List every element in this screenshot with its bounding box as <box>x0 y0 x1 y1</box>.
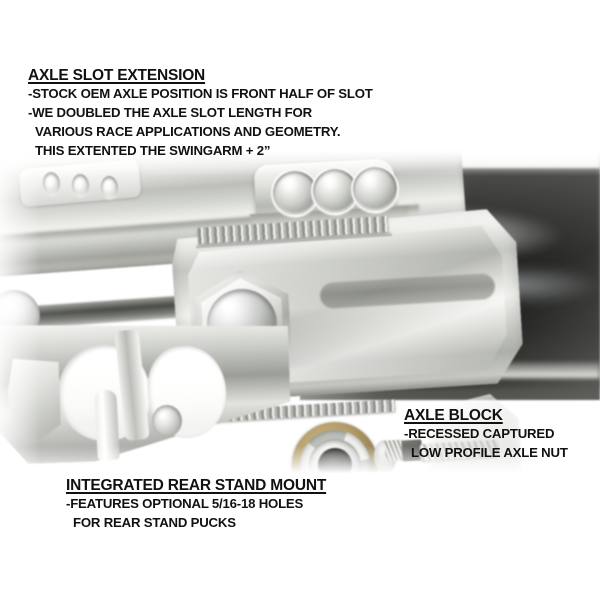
callout-axle-block: AXLE BLOCK -RECESSED CAPTURED LOW PROFIL… <box>404 406 568 463</box>
callout-line-1: -RECESSED CAPTURED <box>404 426 555 442</box>
callout-heading: AXLE BLOCK <box>404 407 503 424</box>
callout-line-2: LOW PROFILE AXLE NUT <box>411 445 568 461</box>
callout-line-4: THIS EXTENTED THE SWINGARM + 2” <box>35 142 271 158</box>
callout-line-3: VARIOUS RACE APPLICATIONS AND GEOMETRY. <box>35 123 341 139</box>
callout-heading: AXLE SLOT EXTENSION <box>28 67 206 84</box>
callout-line-1: -FEATURES OPTIONAL 5/16-18 HOLES <box>66 496 304 512</box>
callout-line-2: FOR REAR STAND PUCKS <box>73 515 236 531</box>
callout-axle-slot-extension: AXLE SLOT EXTENSION -STOCK OEM AXLE POSI… <box>28 66 373 160</box>
lower-arm-tip <box>7 357 62 441</box>
lower-arm-post <box>94 389 120 461</box>
callout-line-1: -STOCK OEM AXLE POSITION IS FRONT HALF O… <box>28 86 373 102</box>
photo-content <box>0 150 600 480</box>
callout-line-2: -WE DOUBLED THE AXLE SLOT LENGTH FOR <box>28 105 312 121</box>
callout-integrated-rear-stand-mount: INTEGRATED REAR STAND MOUNT -FEATURES OP… <box>66 476 326 533</box>
callout-heading: INTEGRATED REAR STAND MOUNT <box>66 477 327 494</box>
